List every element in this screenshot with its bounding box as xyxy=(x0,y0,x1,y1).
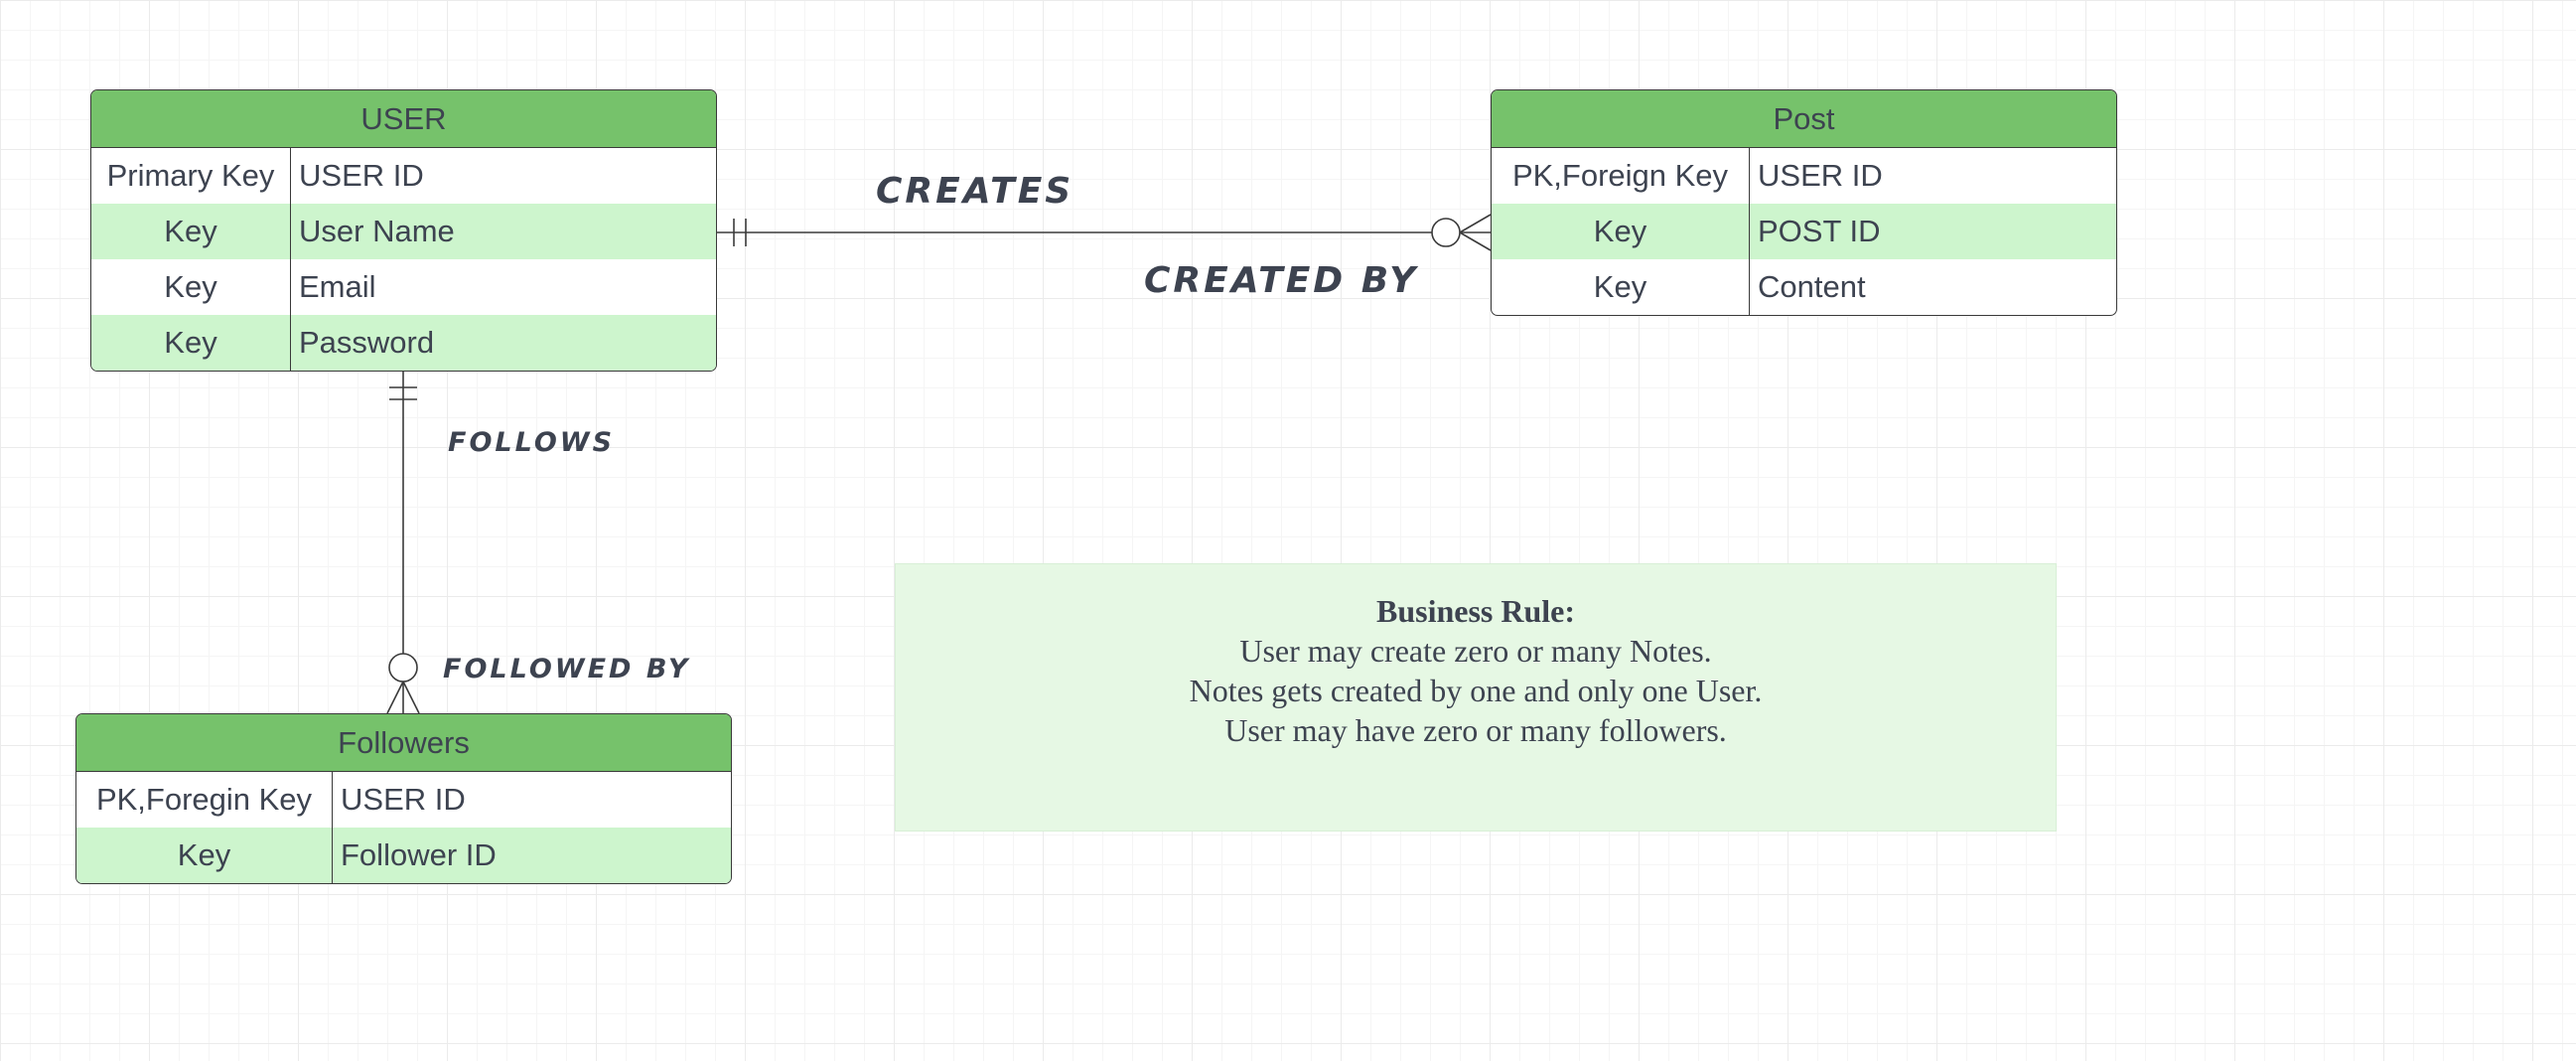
relationship-label-creates[interactable]: CREATES xyxy=(876,171,1074,212)
relationship-label-created-by[interactable]: CREATED BY xyxy=(1144,260,1419,301)
table-row: PK,Foreign Key USER ID xyxy=(1492,148,2116,204)
entity-user[interactable]: USER Primary Key USER ID Key User Name K… xyxy=(90,89,717,372)
row-key: Key xyxy=(76,828,333,883)
row-attribute: POST ID xyxy=(1758,214,1881,248)
row-attribute: Content xyxy=(1758,269,1866,304)
table-row: Key Content xyxy=(1492,259,2116,315)
row-attribute: Follower ID xyxy=(341,837,497,872)
user-post-zero-mark xyxy=(1431,218,1461,247)
row-attribute: Password xyxy=(299,325,435,360)
table-row: PK,Foregin Key USER ID xyxy=(76,772,731,828)
row-key: Key xyxy=(91,204,291,259)
business-rule-note[interactable]: Business Rule: User may create zero or m… xyxy=(895,563,2057,832)
entity-post[interactable]: Post PK,Foreign Key USER ID Key POST ID … xyxy=(1491,89,2117,316)
business-rule-line: User may create zero or many Notes. xyxy=(1239,633,1712,669)
row-attribute: Email xyxy=(299,269,376,304)
entity-post-title: Post xyxy=(1492,90,2116,148)
row-key: Key xyxy=(1492,259,1750,315)
table-row: Key POST ID xyxy=(1492,204,2116,259)
business-rule-line: User may have zero or many followers. xyxy=(1224,712,1727,748)
user-post-crowfoot-bottom xyxy=(1459,231,1492,251)
row-attribute: USER ID xyxy=(1758,158,1883,193)
relationship-label-followed-by[interactable]: FOLLOWED BY xyxy=(443,654,691,684)
table-row: Primary Key USER ID xyxy=(91,148,716,204)
business-rule-line: Notes gets created by one and only one U… xyxy=(1189,673,1763,708)
row-key: Key xyxy=(91,259,291,315)
relationship-label-follows[interactable]: FOLLOWS xyxy=(448,427,616,458)
user-followers-zero-mark xyxy=(388,653,418,682)
entity-followers-title: Followers xyxy=(76,714,731,772)
row-attribute: USER ID xyxy=(299,158,424,193)
row-key: PK,Foreign Key xyxy=(1492,148,1750,204)
row-key: Primary Key xyxy=(91,148,291,204)
business-rule-title: Business Rule: xyxy=(1375,593,1576,629)
entity-followers[interactable]: Followers PK,Foregin Key USER ID Key Fol… xyxy=(75,713,732,884)
row-attribute: USER ID xyxy=(341,782,466,817)
row-key: Key xyxy=(91,315,291,371)
table-row: Key Email xyxy=(91,259,716,315)
user-post-crowfoot-top xyxy=(1459,214,1492,233)
row-key: PK,Foregin Key xyxy=(76,772,333,828)
entity-user-title: USER xyxy=(91,90,716,148)
table-row: Key User Name xyxy=(91,204,716,259)
table-row: Key Password xyxy=(91,315,716,371)
row-key: Key xyxy=(1492,204,1750,259)
user-followers-crowfoot-left xyxy=(386,681,404,714)
row-attribute: User Name xyxy=(299,214,455,248)
user-followers-crowfoot-right xyxy=(402,681,420,714)
table-row: Key Follower ID xyxy=(76,828,731,883)
